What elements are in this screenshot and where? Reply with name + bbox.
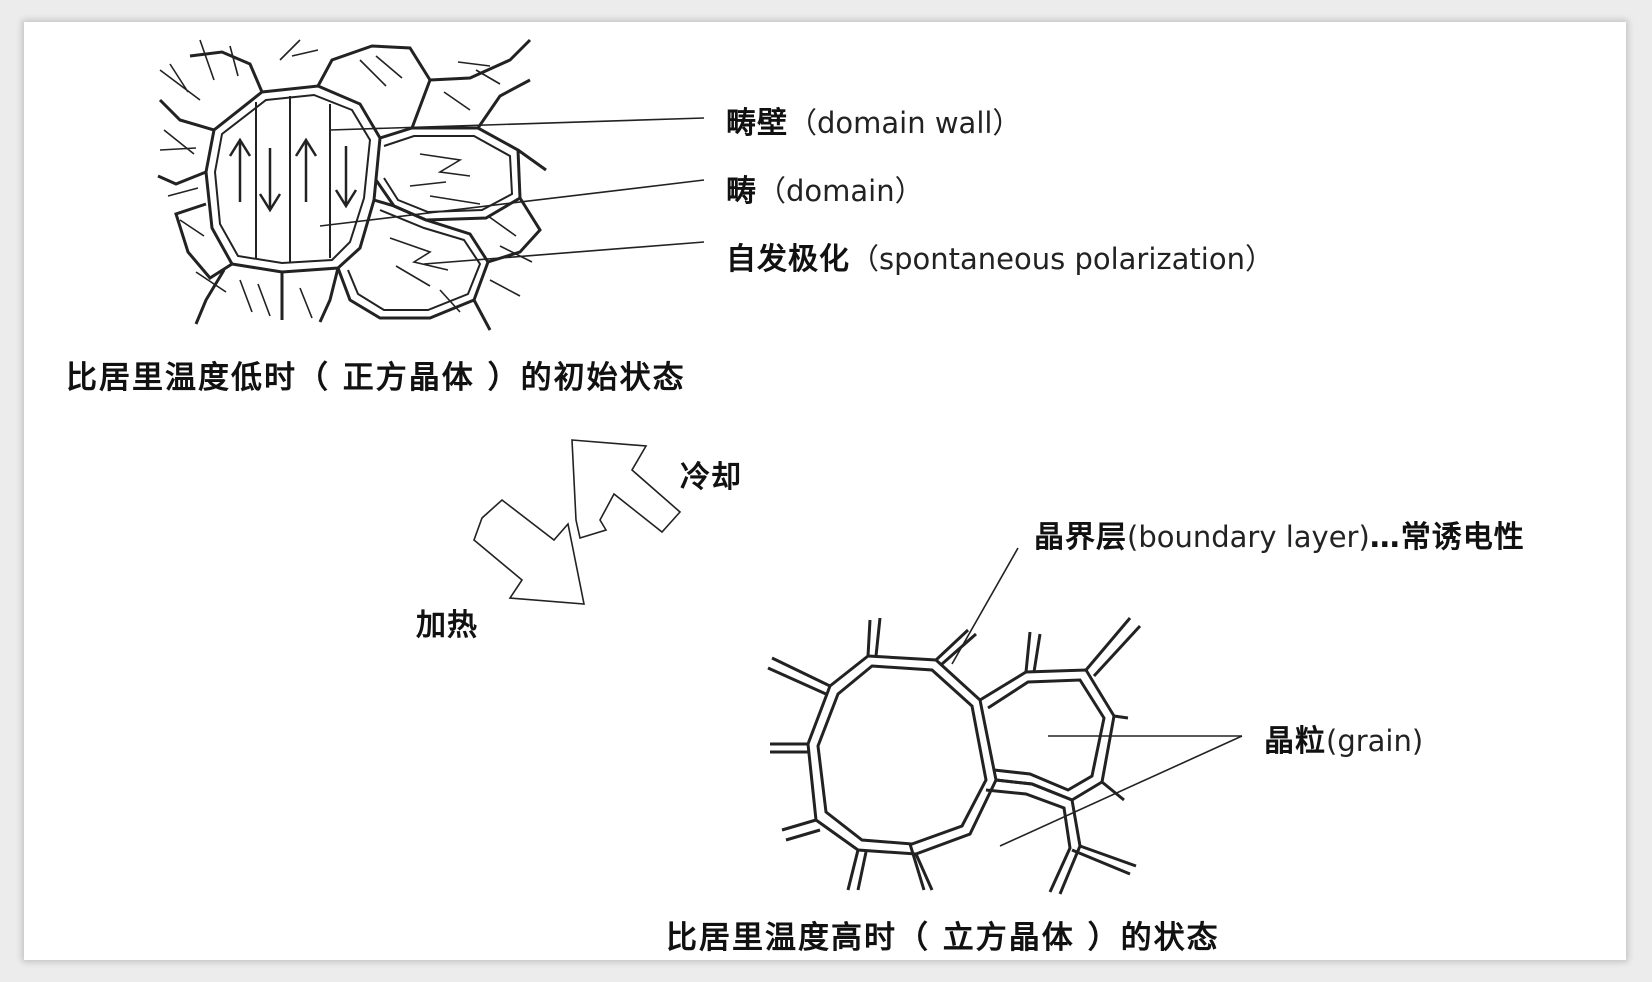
boundary-layer-leader — [951, 547, 1019, 665]
grain-en: (grain) — [1326, 724, 1424, 758]
grain-label: 晶粒(grain) — [1264, 716, 1423, 760]
boundary-layer-suffix: …常诱电性 — [1369, 520, 1525, 555]
domain-en: （domain） — [757, 174, 924, 208]
boundary-layer-en: (boundary layer) — [1127, 520, 1370, 554]
grain-leader-2 — [999, 735, 1243, 847]
domain-wall-cn: 畴壁 — [726, 106, 788, 141]
heating-label: 加热 — [416, 608, 478, 643]
domain-leader — [319, 179, 705, 227]
cooling-label: 冷却 — [680, 460, 742, 495]
low-temp-caption: 比居里温度低时（ 正方晶体 ）的初始状态 — [66, 360, 686, 396]
domain-wall-en: （domain wall） — [788, 106, 1022, 140]
domain-structure-figure — [157, 38, 547, 331]
spontaneous-polarization-en: （spontaneous polarization） — [850, 242, 1274, 276]
grain-structure-figure — [767, 617, 1142, 895]
domain-cn: 畴 — [726, 174, 757, 209]
high-temp-caption: 比居里温度高时（ 立方晶体 ）的状态 — [666, 920, 1220, 956]
domain-wall-label: 畴壁（domain wall） — [726, 98, 1021, 142]
domain-wall-leader — [329, 117, 705, 131]
spontaneous-polarization-label: 自发极化（spontaneous polarization） — [726, 234, 1274, 278]
grain-cn: 晶粒 — [1264, 724, 1326, 759]
domain-label: 畴（domain） — [726, 166, 924, 210]
polarization-leader — [423, 241, 705, 265]
cooling-arrow — [571, 439, 682, 540]
heating-arrow — [473, 498, 585, 605]
spontaneous-polarization-cn: 自发极化 — [726, 242, 850, 277]
boundary-layer-cn: 晶界层 — [1034, 520, 1127, 555]
boundary-layer-label: 晶界层(boundary layer)…常诱电性 — [1034, 512, 1525, 556]
